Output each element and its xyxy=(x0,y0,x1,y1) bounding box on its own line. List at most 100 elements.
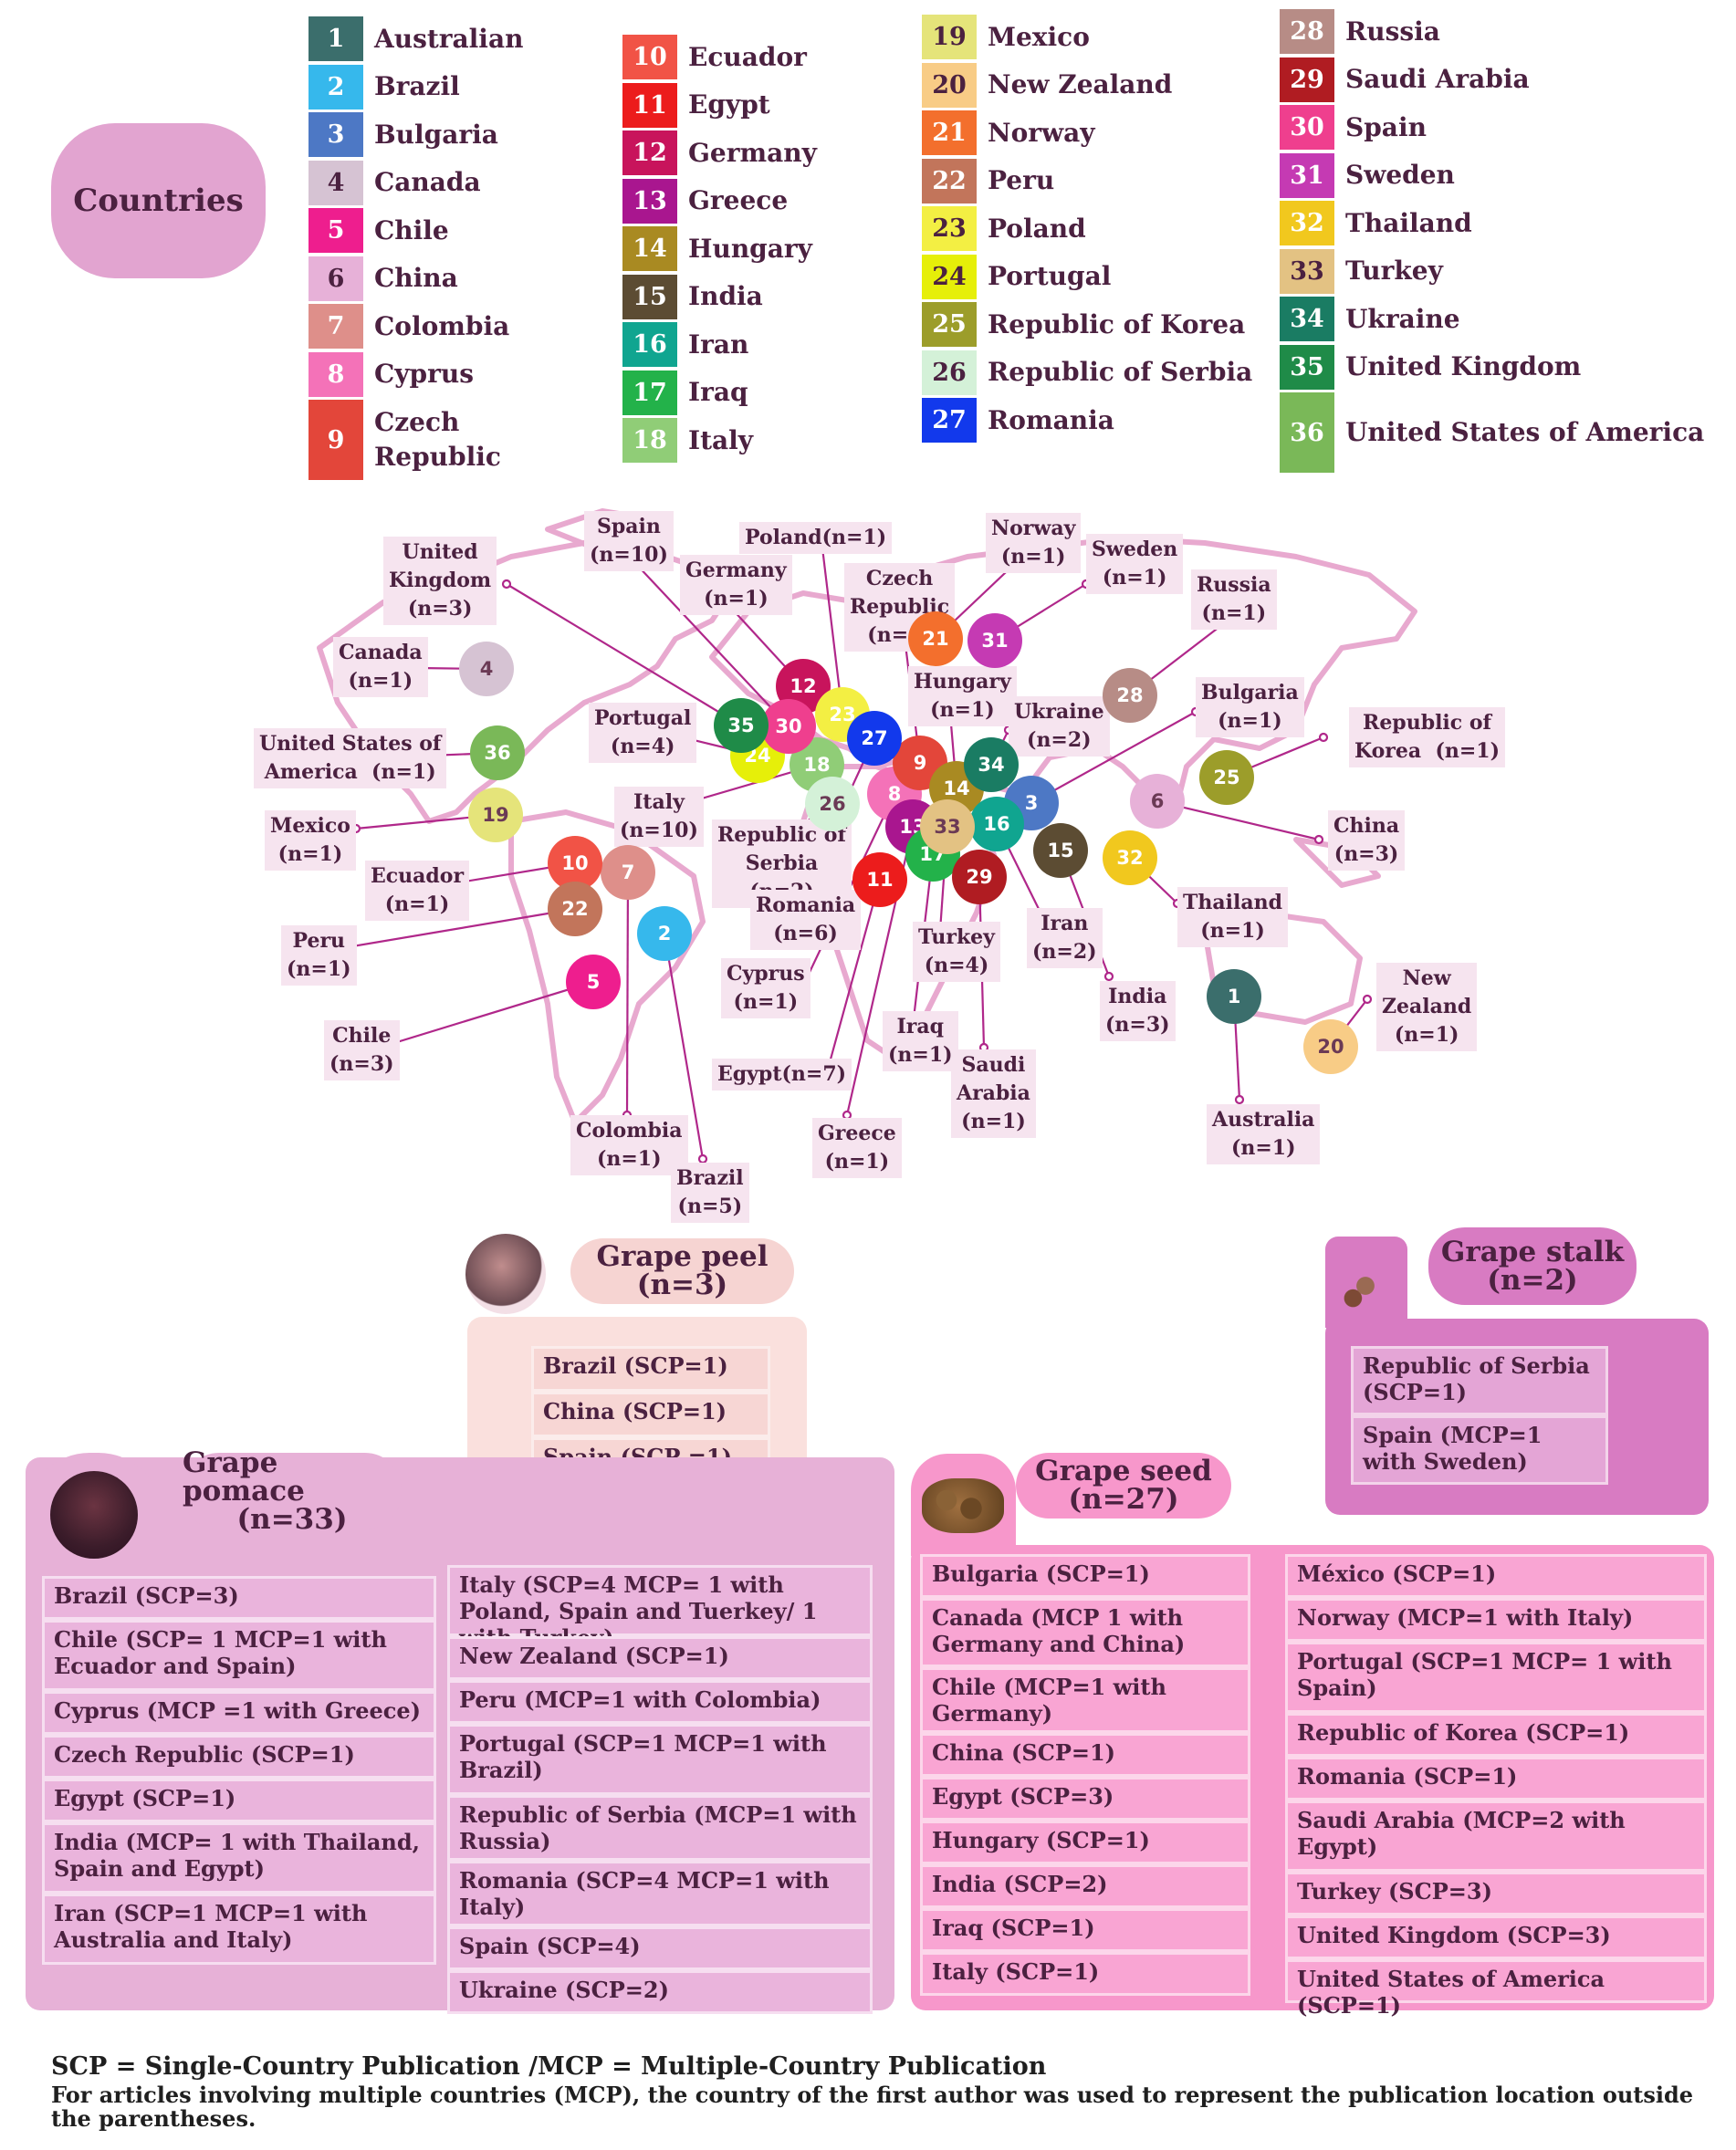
legend-number: 14 xyxy=(622,226,677,271)
legend-number: 23 xyxy=(922,206,977,251)
map-label-italy: Italy (n=10) xyxy=(614,787,704,847)
legend-number: 26 xyxy=(922,350,977,395)
legend-country-name: Cyprus xyxy=(374,359,475,389)
legend-country-name: Egypt xyxy=(688,89,770,120)
list-item: Republic of Serbia (MCP=1 with Russia) xyxy=(447,1795,873,1861)
leader-line-egypt xyxy=(827,879,882,1067)
list-item: Portugal (SCP=1 MCP= 1 with Spain) xyxy=(1285,1642,1707,1713)
legend-country-name: Chile xyxy=(374,214,449,245)
list-item: Spain (MCP=1 with Sweden) xyxy=(1351,1415,1608,1485)
legend-number: 27 xyxy=(922,398,977,443)
legend-item: 17 Iraq xyxy=(622,370,748,415)
map-label-turkey: Turkey (n=4) xyxy=(913,922,1000,982)
legend-country-name: Turkey xyxy=(1345,256,1443,286)
legend-country-name: Sweden xyxy=(1345,160,1455,190)
map-label-portugal: Portugal (n=4) xyxy=(589,703,697,763)
legend-country-name: Canada xyxy=(374,167,481,197)
map-marker: 5 xyxy=(566,955,621,1009)
map-label-canada: Canada (n=1) xyxy=(333,637,428,697)
map-label-saudi: Saudi Arabia (n=1) xyxy=(951,1049,1036,1138)
list-item: Egypt (SCP=3) xyxy=(920,1777,1250,1821)
legend-country-name: Hungary xyxy=(688,233,812,264)
legend-country-name: Brazil xyxy=(374,71,460,101)
grape-seed-title: Grape seed(n=27) xyxy=(1016,1453,1231,1519)
map-marker: 2 xyxy=(637,906,692,961)
legend-number: 29 xyxy=(1280,57,1334,102)
map-label-egypt: Egypt(n=7) xyxy=(712,1059,852,1091)
legend-number: 18 xyxy=(622,418,677,463)
legend-number: 7 xyxy=(309,304,363,349)
leader-line-spain xyxy=(620,547,790,727)
legend-number: 16 xyxy=(622,322,677,367)
leader-line-chile xyxy=(387,980,594,1047)
list-item: United Kingdom (SCP=3) xyxy=(1285,1915,1707,1959)
map-marker: 20 xyxy=(1303,1019,1358,1074)
map-label-ukraine: Ukraine (n=2) xyxy=(1009,696,1110,757)
map-label-peru: Peru (n=1) xyxy=(281,925,357,986)
list-item: Peru (MCP=1 with Colombia) xyxy=(447,1680,873,1724)
map-marker: 27 xyxy=(847,711,902,766)
legend-country-name: United Kingdom xyxy=(1345,351,1582,381)
map-marker: 4 xyxy=(459,642,514,696)
legend-item: 8 Cyprus xyxy=(309,351,475,397)
list-item: Iran (SCP=1 MCP=1 with Australia and Ita… xyxy=(42,1894,436,1965)
leader-dot-newzealand xyxy=(1362,994,1373,1005)
list-item: Romania (SCP=1) xyxy=(1285,1757,1707,1800)
list-item: China (SCP=1) xyxy=(920,1733,1250,1777)
map-marker: 32 xyxy=(1103,830,1157,885)
legend-number: 10 xyxy=(622,35,677,79)
legend-number: 36 xyxy=(1280,392,1334,473)
legend-number: 33 xyxy=(1280,248,1334,294)
list-item: México (SCP=1) xyxy=(1285,1554,1707,1598)
leader-line-bulgaria xyxy=(1030,711,1197,804)
list-item: Saudi Arabia (MCP=2 with Egypt) xyxy=(1285,1800,1707,1872)
list-item: Italy (SCP=1) xyxy=(920,1952,1250,1996)
legend-number: 3 xyxy=(309,112,363,157)
legend-country-name: Iraq xyxy=(688,377,748,407)
legend-country-name: Ukraine xyxy=(1345,303,1460,334)
list-item: India (MCP= 1 with Thailand, Spain and E… xyxy=(42,1822,436,1894)
list-item: Hungary (SCP=1) xyxy=(920,1821,1250,1864)
map-label-bulgaria: Bulgaria (n=1) xyxy=(1196,677,1304,737)
map-label-poland: Poland(n=1) xyxy=(739,522,893,554)
map-marker: 6 xyxy=(1130,774,1185,829)
map-marker: 31 xyxy=(967,613,1022,668)
countries-title: Countries xyxy=(51,123,266,278)
list-item: Norway (MCP=1 with Italy) xyxy=(1285,1598,1707,1642)
map-label-iran: Iran (n=2) xyxy=(1027,908,1103,968)
map-marker: 28 xyxy=(1103,668,1157,723)
legend-number: 25 xyxy=(922,302,977,347)
legend-country-name: Norway xyxy=(988,117,1095,148)
legend-number: 24 xyxy=(922,254,977,299)
map-label-china: China (n=3) xyxy=(1328,810,1406,871)
legend-number: 4 xyxy=(309,160,363,205)
leader-dot-india xyxy=(1103,971,1114,982)
legend-number: 8 xyxy=(309,351,363,397)
legend-number: 21 xyxy=(922,110,977,155)
map-marker: 36 xyxy=(470,725,525,780)
legend-number: 1 xyxy=(309,16,363,61)
legend-number: 17 xyxy=(622,370,677,415)
list-item: Republic of Korea (SCP=1) xyxy=(1285,1713,1707,1757)
map-label-ecuador: Ecuador (n=1) xyxy=(365,861,470,921)
map-label-australia: Australia (n=1) xyxy=(1207,1104,1321,1164)
legend-number: 32 xyxy=(1280,201,1334,245)
legend-country-name: Italy xyxy=(688,424,754,455)
legend-number: 9 xyxy=(309,400,363,480)
map-label-uk: United Kingdom (n=3) xyxy=(383,537,497,625)
leader-dot-uk xyxy=(501,579,512,590)
legend-country-name: China xyxy=(374,263,458,293)
list-item: Brazil (SCP=1) xyxy=(531,1346,770,1392)
